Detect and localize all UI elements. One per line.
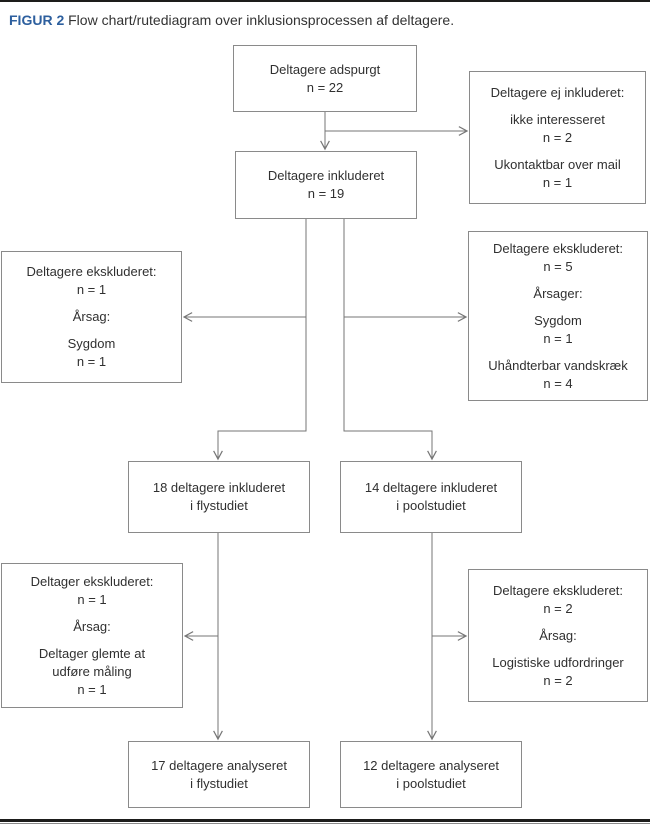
arrow-inkluderet-to-flystudiet: [218, 219, 307, 459]
node-line: Årsag:: [72, 309, 111, 324]
node-paragraph: Logistiske udfordringer n = 2: [492, 654, 624, 690]
bottom-rule-thick: [0, 819, 650, 822]
figure-label: FIGUR 2: [9, 12, 65, 28]
node-line: n = 1: [77, 591, 107, 607]
node-line: Deltagere ej inkluderet:: [490, 84, 625, 100]
node-paragraph: 18 deltagere inkluderet i flystudiet: [153, 479, 285, 515]
node-line: 14 deltagere inkluderet: [364, 480, 498, 495]
node-line: i flystudiet: [190, 775, 248, 791]
node-line: i flystudiet: [190, 498, 248, 513]
node-line: Årsag:: [73, 618, 111, 634]
node-line: Sygdom: [534, 312, 582, 328]
arrow-inkluderet-to-poolstudiet: [343, 219, 432, 459]
node-line: n = 1: [543, 330, 573, 346]
bottom-rule-thin: [0, 823, 650, 824]
node-line: 18 deltagere inkluderet: [152, 480, 286, 495]
node-ekskluderet-hoejre-1: Deltagere ekskluderet: n = 5 Årsager: Sy…: [468, 231, 648, 401]
node-line: n = 1: [542, 174, 573, 190]
node-paragraph: Deltagere ekskluderet: n = 1: [26, 263, 156, 299]
node-paragraph: Deltagere inkluderet n = 19: [268, 167, 384, 203]
node-line: i poolstudiet: [396, 775, 466, 791]
node-line: ikke interesseret: [510, 111, 605, 127]
node-paragraph: Uhåndterbar vandskræk n = 4: [488, 357, 627, 393]
node-line: Deltagere ekskluderet:: [492, 240, 624, 256]
node-line: Årsager:: [533, 285, 583, 301]
node-paragraph: Ukontaktbar over mail n = 1: [494, 156, 620, 192]
node-deltagere-ej-inkluderet: Deltagere ej inkluderet: ikke interesser…: [469, 71, 646, 204]
node-line: Deltagere inkluderet: [267, 168, 385, 183]
node-paragraph: 17 deltagere analyseret i flystudiet: [151, 757, 287, 793]
node-deltagere-adspurgt: Deltagere adspurgt n = 22: [233, 45, 417, 112]
node-line: Deltagere ekskluderet:: [492, 582, 624, 598]
node-paragraph: Sygdom n = 1: [534, 312, 582, 348]
node-ekskluderet-venstre-1: Deltagere ekskluderet: n = 1 Årsag: Sygd…: [1, 251, 182, 383]
node-line: n = 19: [307, 186, 345, 201]
node-paragraph: ikke interesseret n = 2: [510, 111, 605, 147]
node-ekskluderet-hoejre-2: Deltagere ekskluderet: n = 2 Årsag: Logi…: [468, 569, 648, 702]
node-line: n = 1: [76, 282, 107, 297]
node-paragraph: 14 deltagere inkluderet i poolstudiet: [365, 479, 497, 515]
top-rule: [0, 0, 650, 2]
node-deltagere-inkluderet: Deltagere inkluderet n = 19: [235, 151, 417, 219]
node-paragraph: Deltager glemte at udføre måling n = 1: [39, 645, 145, 699]
node-line: n = 1: [77, 681, 107, 697]
node-line: Sygdom: [67, 336, 116, 351]
node-paragraph: 12 deltagere analyseret i poolstudiet: [363, 757, 499, 793]
node-paragraph: Deltagere ej inkluderet:: [491, 84, 625, 102]
node-line: Logistiske udfordringer: [492, 654, 624, 670]
node-line: Årsag:: [539, 627, 577, 643]
node-line: Deltagere ekskluderet:: [26, 264, 157, 279]
node-line: n = 22: [306, 79, 344, 95]
node-line: 17 deltagere analyseret: [151, 757, 287, 773]
figure-title: FIGUR 2 Flow chart/rutediagram over inkl…: [9, 11, 454, 29]
node-line: Deltager glemte at: [38, 645, 146, 661]
node-paragraph: Deltagere ekskluderet: n = 2: [493, 582, 623, 618]
node-line: n = 1: [76, 354, 107, 369]
node-paragraph: Årsag:: [73, 308, 111, 326]
node-line: Deltager ekskluderet:: [30, 573, 154, 589]
figure-caption: Flow chart/rutediagram over inklusionspr…: [68, 12, 455, 28]
node-paragraph: Deltager ekskluderet: n = 1: [31, 573, 154, 609]
node-line: 12 deltagere analyseret: [363, 757, 499, 773]
node-paragraph: Deltagere ekskluderet: n = 5: [493, 240, 623, 276]
node-line: Ukontaktbar over mail: [494, 156, 621, 172]
node-flystudiet-analyseret: 17 deltagere analyseret i flystudiet: [128, 741, 310, 808]
node-line: Deltagere adspurgt: [269, 61, 381, 77]
node-line: i poolstudiet: [396, 498, 466, 513]
node-line: n = 5: [543, 258, 573, 274]
node-line: n = 2: [543, 672, 573, 688]
node-line: Uhåndterbar vandskræk: [488, 357, 628, 373]
node-paragraph: Årsager:: [533, 285, 582, 303]
node-paragraph: Deltagere adspurgt n = 22: [270, 61, 381, 97]
node-paragraph: Sygdom n = 1: [68, 335, 116, 371]
node-line: n = 4: [543, 375, 573, 391]
node-paragraph: Årsag:: [73, 618, 111, 636]
node-line: udføre måling: [52, 663, 132, 679]
node-line: n = 2: [543, 600, 573, 616]
node-ekskluderet-venstre-2: Deltager ekskluderet: n = 1 Årsag: Delta…: [1, 563, 183, 708]
node-paragraph: Årsag:: [539, 627, 577, 645]
node-line: n = 2: [542, 129, 573, 145]
node-poolstudiet-inkluderet: 14 deltagere inkluderet i poolstudiet: [340, 461, 522, 533]
node-poolstudiet-analyseret: 12 deltagere analyseret i poolstudiet: [340, 741, 522, 808]
node-flystudiet-inkluderet: 18 deltagere inkluderet i flystudiet: [128, 461, 310, 533]
